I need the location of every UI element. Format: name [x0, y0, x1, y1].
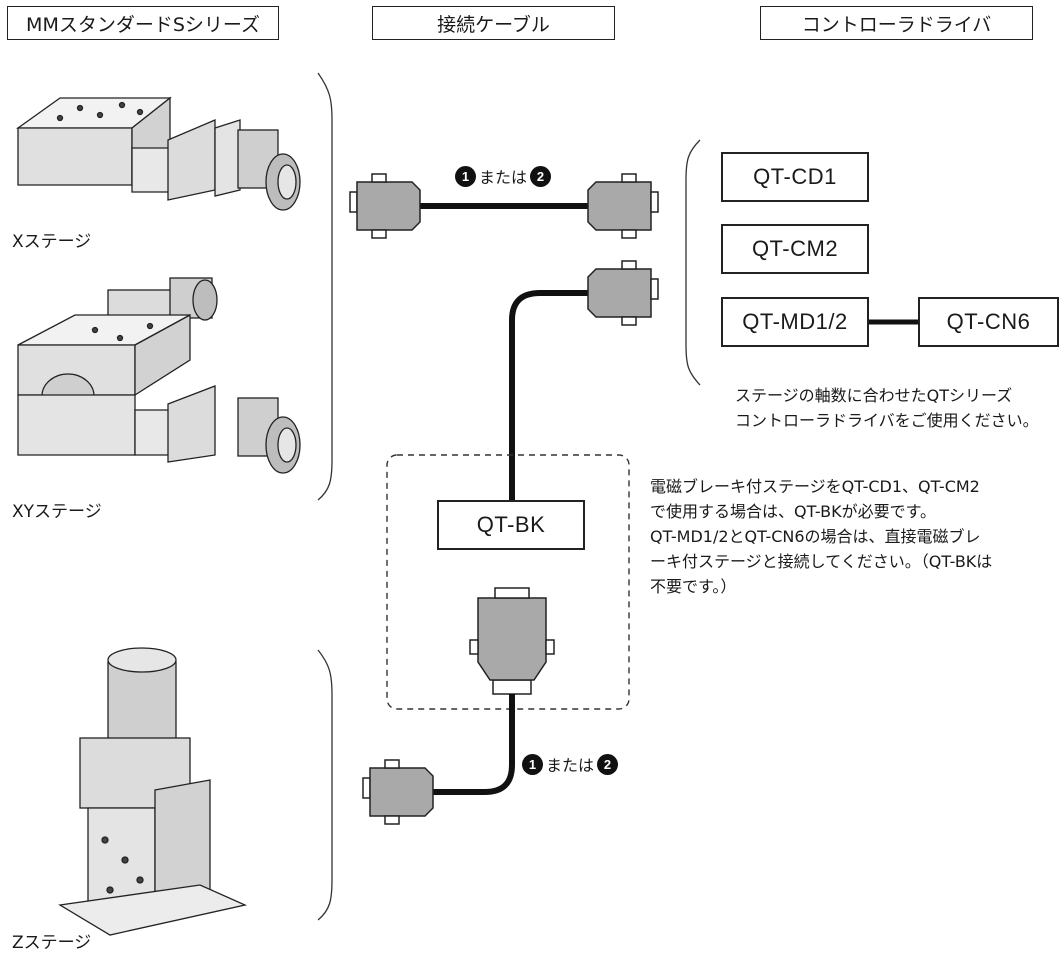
bk-dashed-region [386, 454, 630, 710]
header-controller-label: コントローラドライバ [801, 13, 992, 36]
z-stage-label: Zステージ [12, 933, 92, 953]
cable-number-1-icon: 1 [522, 753, 543, 775]
brake-note-line: で使用する場合は、QT-BKが必要です。 [650, 502, 936, 521]
x-stage-illustration [15, 96, 301, 211]
brake-note-line: ーキ付ステージと接続してください。（QT-BKは [650, 552, 993, 571]
controller-qt-cd1: QT-CD1 [721, 152, 869, 202]
header-stage-series-label: MMスタンダードSシリーズ [26, 13, 260, 36]
xy-stage-illustration [17, 277, 301, 474]
header-controller: コントローラドライバ [760, 6, 1033, 40]
controller-note-line: コントローラドライバをご使用ください。 [735, 411, 1039, 430]
cable-number-2-icon: 2 [530, 165, 552, 187]
cable-top-connector-text: または [479, 168, 528, 187]
cable-bk-upper [509, 290, 590, 500]
controller-qt-cd1-label: QT-CD1 [753, 164, 837, 189]
stage-bracket-lower [317, 649, 333, 921]
controller-note-line: ステージの軸数に合わせたQTシリーズ [735, 386, 1013, 405]
header-stage-series: MMスタンダードSシリーズ [7, 6, 279, 40]
connector-top-right [587, 173, 659, 239]
connector-bk-vertical [469, 587, 555, 695]
controller-qt-md12: QT-MD1/2 [721, 297, 869, 347]
qt-bk-label: QT-BK [476, 512, 546, 537]
brake-note-line: 電磁ブレーキ付ステージをQT-CD1、QT-CM2 [650, 477, 980, 496]
brake-note-line: QT-MD1/2とQT-CN6の場合は、直接電磁ブレ [650, 527, 981, 546]
brake-note-line: 不要です。） [650, 577, 737, 596]
connector-top-left [349, 173, 421, 239]
controller-note: ステージの軸数に合わせたQTシリーズ コントローラドライバをご使用ください。 [735, 383, 1039, 433]
brake-note: 電磁ブレーキ付ステージをQT-CD1、QT-CM2 で使用する場合は、QT-BK… [650, 474, 992, 599]
qt-bk-box: QT-BK [437, 500, 585, 550]
header-cable-label: 接続ケーブル [437, 13, 550, 36]
cable-bottom-label: 1 または 2 [522, 752, 619, 776]
cable-bottom-connector-text: または [546, 756, 595, 775]
stage-bracket-upper [317, 72, 333, 501]
controller-qt-cm2: QT-CM2 [721, 224, 869, 274]
cable-number-1-icon: 1 [455, 165, 476, 187]
controller-qt-cn6: QT-CN6 [918, 297, 1059, 347]
cable-bottom-line [430, 694, 515, 795]
connector-bottom-left [362, 759, 434, 825]
controller-qt-cn6-label: QT-CN6 [946, 309, 1031, 334]
controller-bracket [685, 139, 701, 386]
controller-qt-md12-label: QT-MD1/2 [742, 309, 848, 334]
controller-qt-cm2-label: QT-CM2 [751, 236, 839, 261]
x-stage-label: Xステージ [12, 232, 92, 252]
z-stage-illustration [58, 647, 248, 936]
xy-stage-label: XYステージ [12, 502, 102, 522]
cable-top-label: 1 または 2 [455, 164, 552, 188]
connector-mid-right [587, 260, 659, 326]
header-cable: 接続ケーブル [372, 6, 615, 40]
cable-number-2-icon: 2 [597, 753, 619, 775]
